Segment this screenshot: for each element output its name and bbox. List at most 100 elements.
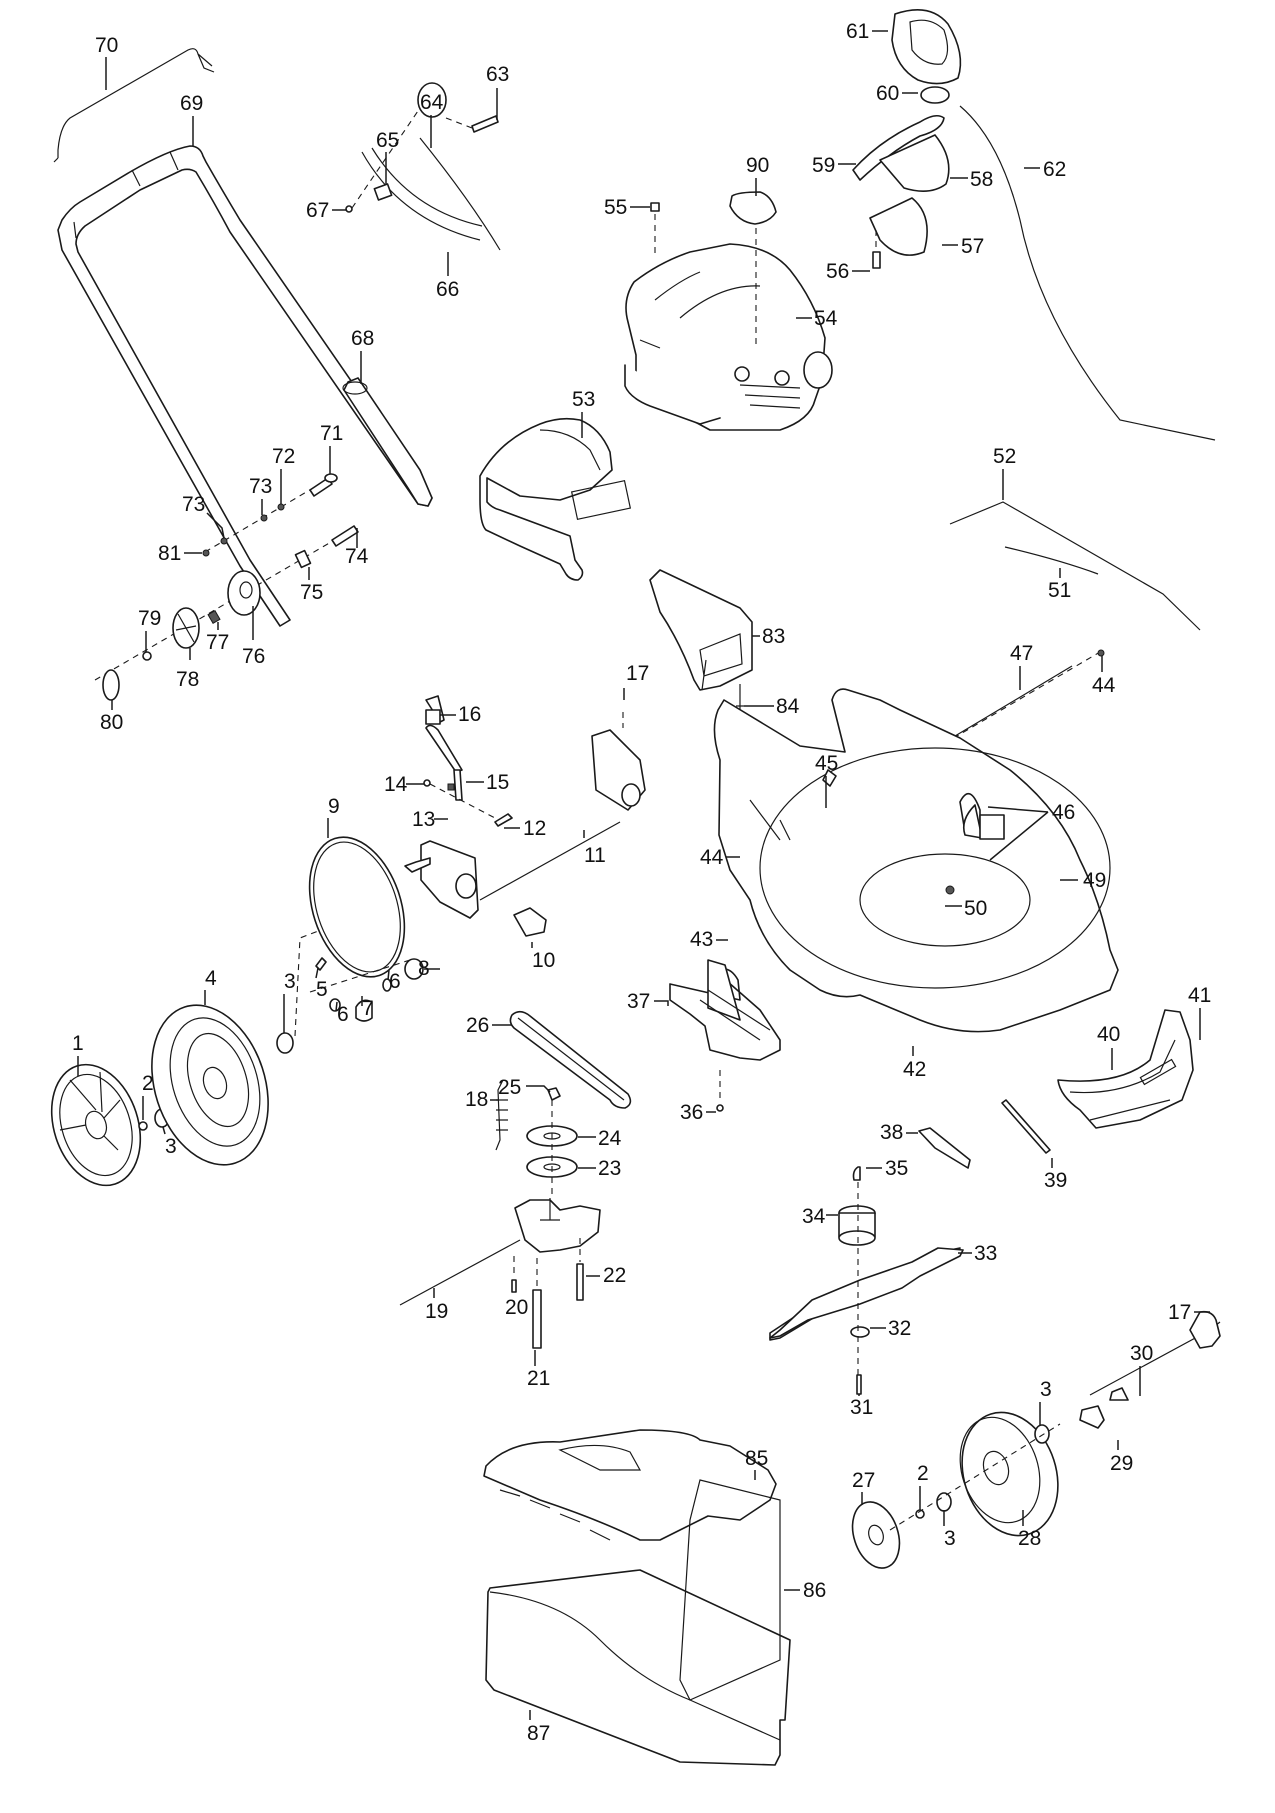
callout-nut: 2: [917, 1462, 929, 1510]
part-number-label: 3: [944, 1527, 956, 1550]
callout-bolt: 74: [345, 528, 369, 568]
callout-grass-bag-top: 85: [745, 1447, 768, 1480]
part-number-label: 32: [888, 1317, 911, 1340]
part-number-label: 44: [700, 846, 724, 869]
part-number-label: 24: [598, 1127, 622, 1150]
lower-handle-bar: [343, 377, 433, 507]
callout-washer: 6: [335, 1001, 349, 1026]
part-number-label: 42: [903, 1058, 926, 1081]
callout-bail-bar: 70: [95, 34, 118, 90]
callout-cotter-pin: 17: [623, 662, 649, 700]
callout-bearing: 3: [162, 1126, 177, 1158]
throttle-control: [852, 8, 1216, 441]
part-number-label: 39: [1044, 1169, 1067, 1192]
callout-screw: 5: [315, 967, 328, 1001]
part-number-label: 17: [1168, 1301, 1191, 1324]
part-number-label: 87: [527, 1722, 550, 1745]
engine: [624, 191, 833, 431]
part-number-label: 60: [876, 82, 899, 105]
callout-washer: 44: [1092, 656, 1116, 697]
callout-flap: 38: [880, 1121, 918, 1144]
callout-handle-knob: 80: [100, 700, 123, 734]
part-number-label: 27: [852, 1469, 875, 1492]
callout-front-wheel-hubcap: 27: [852, 1469, 875, 1505]
callout-screw: 56: [826, 260, 870, 283]
transmission: [399, 1010, 632, 1349]
callout-front-bumper-insert: 40: [1097, 1023, 1120, 1070]
part-number-label: 9: [328, 795, 340, 818]
part-number-label: 20: [505, 1296, 528, 1319]
part-number-label: 35: [885, 1157, 908, 1180]
rod-47: [939, 665, 1073, 746]
part-number-label: 55: [604, 196, 627, 219]
part-number-label: 79: [138, 607, 161, 630]
part-number-label: 37: [627, 990, 650, 1013]
part-number-label: 74: [345, 545, 369, 568]
callout-bearing: 8: [418, 957, 440, 980]
part-number-label: 6: [389, 970, 401, 993]
callout-washer: 73: [249, 475, 272, 515]
callout-blade-adapter: 34: [802, 1205, 838, 1228]
part-number-label: 31: [850, 1396, 873, 1419]
leader-line: [987, 806, 1049, 813]
part-number-label: 64: [420, 91, 444, 114]
engine-cover-front: [479, 417, 632, 581]
leader-line: [387, 969, 390, 981]
callout-long-pin: 21: [527, 1350, 550, 1390]
part-number-label: 22: [603, 1264, 626, 1287]
part-number-label: 5: [316, 978, 328, 1001]
callout-bearing: 3: [943, 1510, 956, 1550]
part-number-label: 15: [486, 771, 509, 794]
callout-pulley: 24: [578, 1127, 622, 1150]
part-number-label: 1: [72, 1032, 84, 1055]
part-number-label: 51: [1048, 579, 1071, 602]
callout-cable-tie: 68: [351, 327, 374, 384]
callout-bushing: 10: [531, 942, 555, 972]
part-number-label: 65: [376, 129, 399, 152]
part-number-label: 73: [249, 475, 272, 498]
callout-rear-wheel-hubcap: 1: [72, 1032, 84, 1076]
callout-upper-bracket: 58: [950, 168, 993, 191]
part-number-label: 13: [412, 808, 435, 831]
part-number-label: 68: [351, 327, 374, 350]
part-number-label: 81: [158, 542, 181, 565]
callout-height-link-rod: 52: [993, 445, 1016, 500]
part-number-label: 52: [993, 445, 1016, 468]
callout-screw: 43: [690, 928, 728, 951]
callout-nut: 13: [412, 808, 448, 831]
callout-nut: 25: [498, 1076, 551, 1099]
callout-front-wheel: 28: [1018, 1510, 1041, 1550]
part-number-label: 40: [1097, 1023, 1120, 1046]
callout-height-lever: 15: [466, 771, 509, 794]
height-link-rod: [949, 501, 1201, 631]
part-number-label: 70: [95, 34, 118, 57]
part-number-label: 54: [814, 307, 838, 330]
leader-line: [989, 811, 1049, 861]
leader-line: [335, 1001, 338, 1012]
callout-blade: 33: [958, 1242, 997, 1265]
part-number-label: 83: [762, 625, 785, 648]
part-number-label: 14: [384, 773, 408, 796]
part-number-label: 23: [598, 1157, 621, 1180]
callout-spring: 77: [206, 622, 229, 654]
callout-screw: 36: [680, 1101, 716, 1124]
part-number-label: 61: [846, 20, 869, 43]
part-number-label: 4: [205, 967, 217, 990]
callout-grass-bag: 87: [527, 1710, 550, 1745]
callout-control-cover: 61: [846, 20, 888, 43]
part-number-label: 12: [523, 817, 546, 840]
leader-line: [162, 1126, 166, 1135]
upper-handle: [57, 145, 433, 627]
part-number-label: 18: [465, 1088, 488, 1111]
callout-lever-knob: 16: [440, 703, 481, 726]
part-number-label: 53: [572, 388, 595, 411]
callout-washer: 73: [182, 493, 225, 539]
callout-drive-belt: 26: [466, 1014, 512, 1037]
bail-bar: [53, 48, 215, 163]
callout-drive-shaft: 19: [425, 1288, 448, 1323]
callout-cable: 66: [436, 252, 459, 301]
front-wheel: [851, 1411, 1061, 1569]
part-number-label: 67: [306, 199, 329, 222]
part-number-label: 59: [812, 154, 835, 177]
part-number-label: 28: [1018, 1527, 1041, 1550]
